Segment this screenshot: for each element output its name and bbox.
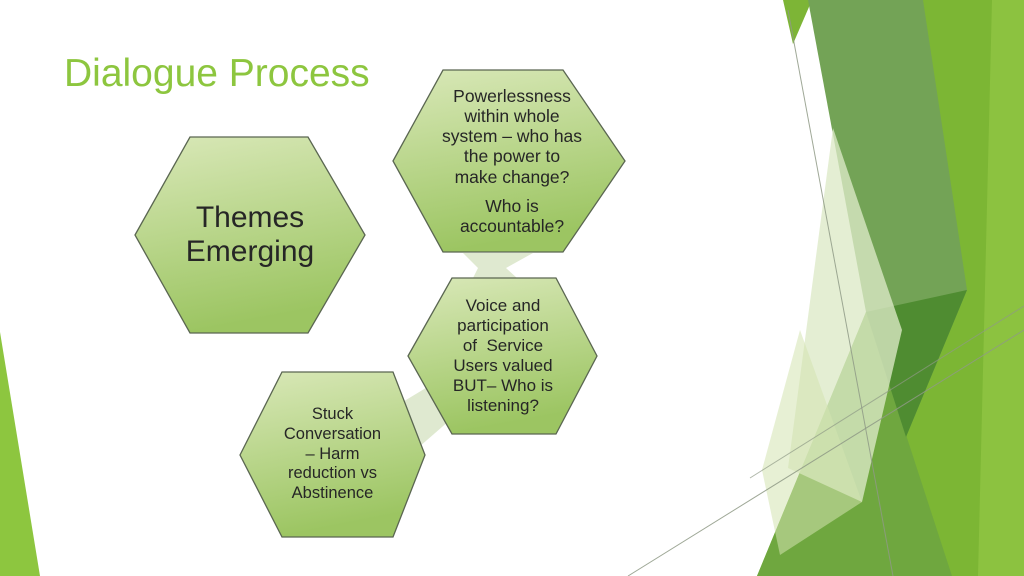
decor-left-triangle xyxy=(0,332,40,576)
decor-pale-wedge-lower xyxy=(762,330,862,555)
decor-hairline-diagonal-long xyxy=(627,329,1024,576)
hexagon-stuck-text: Stuck Conversation – Harm reduction vs A… xyxy=(283,405,382,503)
powerlessness-paragraph-2: Who is accountable? xyxy=(459,195,565,236)
hexagon-voice xyxy=(407,277,598,435)
hexagon-themes-text: Themes Emerging xyxy=(185,201,315,268)
powerlessness-paragraph-1: Powerlessness within whole system – who … xyxy=(441,86,583,187)
hexagon-powerlessness-text: Powerlessness within whole system – who … xyxy=(398,70,626,252)
hexagon-stuck xyxy=(239,371,426,538)
hexagon-powerlessness xyxy=(392,69,626,253)
decor-hairline-diagonal-short xyxy=(749,305,1024,479)
slide-title: Dialogue Process xyxy=(64,52,370,95)
decor-hairline-vertical xyxy=(787,9,894,576)
connector-powerlessness-voice xyxy=(463,253,533,278)
hexagon-voice-text: Voice and participation of Service Users… xyxy=(452,296,554,415)
decor-top-bright-sliver xyxy=(783,0,812,44)
hexagon-themes xyxy=(134,136,366,334)
